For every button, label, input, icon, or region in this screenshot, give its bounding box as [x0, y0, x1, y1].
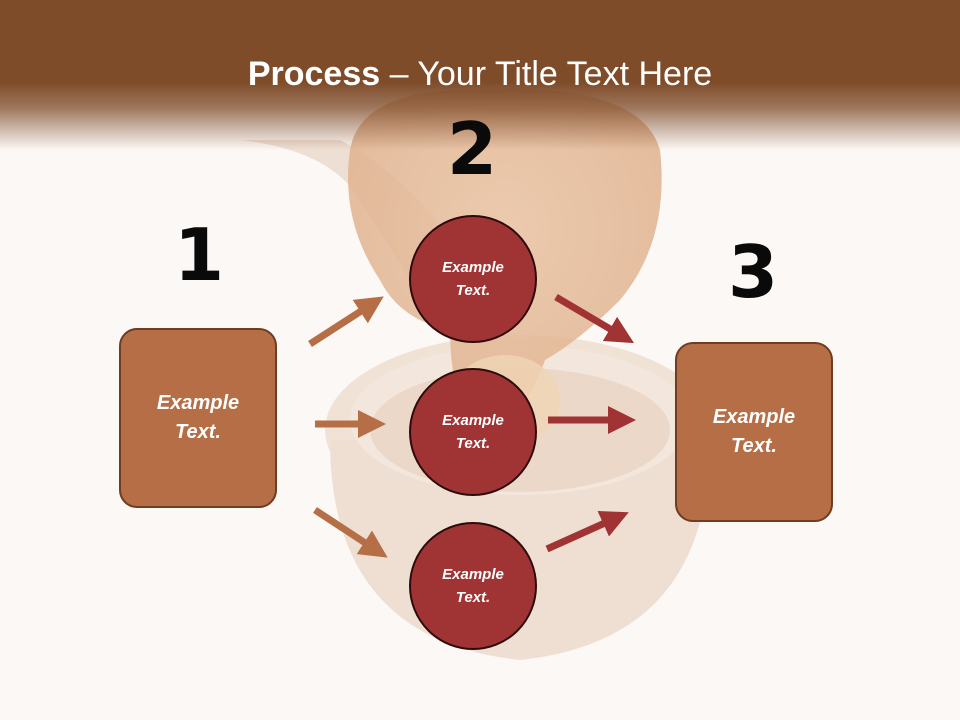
arrow-right-top	[554, 293, 635, 344]
step-number-1: 1	[173, 213, 225, 297]
step-number-2: 2	[446, 107, 498, 191]
left-box-label: Example Text.	[156, 392, 240, 443]
circle-middle[interactable]: Example Text.	[409, 368, 537, 496]
circle-top-label: Example Text.	[442, 259, 504, 299]
left-text-box[interactable]: Example Text.	[119, 328, 277, 508]
slide-title: Process – Your Title Text Here	[0, 52, 960, 96]
arrow-left-top	[308, 296, 384, 347]
title-rest-part: – Your Title Text Here	[380, 55, 713, 93]
right-box-label: Example Text.	[712, 406, 796, 457]
circle-top[interactable]: Example Text.	[409, 215, 537, 343]
arrow-right-bottom	[545, 510, 629, 553]
step-number-3: 3	[727, 230, 779, 314]
circle-middle-label: Example Text.	[442, 412, 504, 452]
title-banner	[0, 0, 960, 150]
arrow-left-bottom	[313, 507, 388, 558]
title-bold-part: Process	[247, 55, 381, 93]
right-text-box[interactable]: Example Text.	[675, 342, 833, 522]
circle-bottom[interactable]: Example Text.	[409, 522, 537, 650]
circle-bottom-label: Example Text.	[442, 566, 504, 606]
